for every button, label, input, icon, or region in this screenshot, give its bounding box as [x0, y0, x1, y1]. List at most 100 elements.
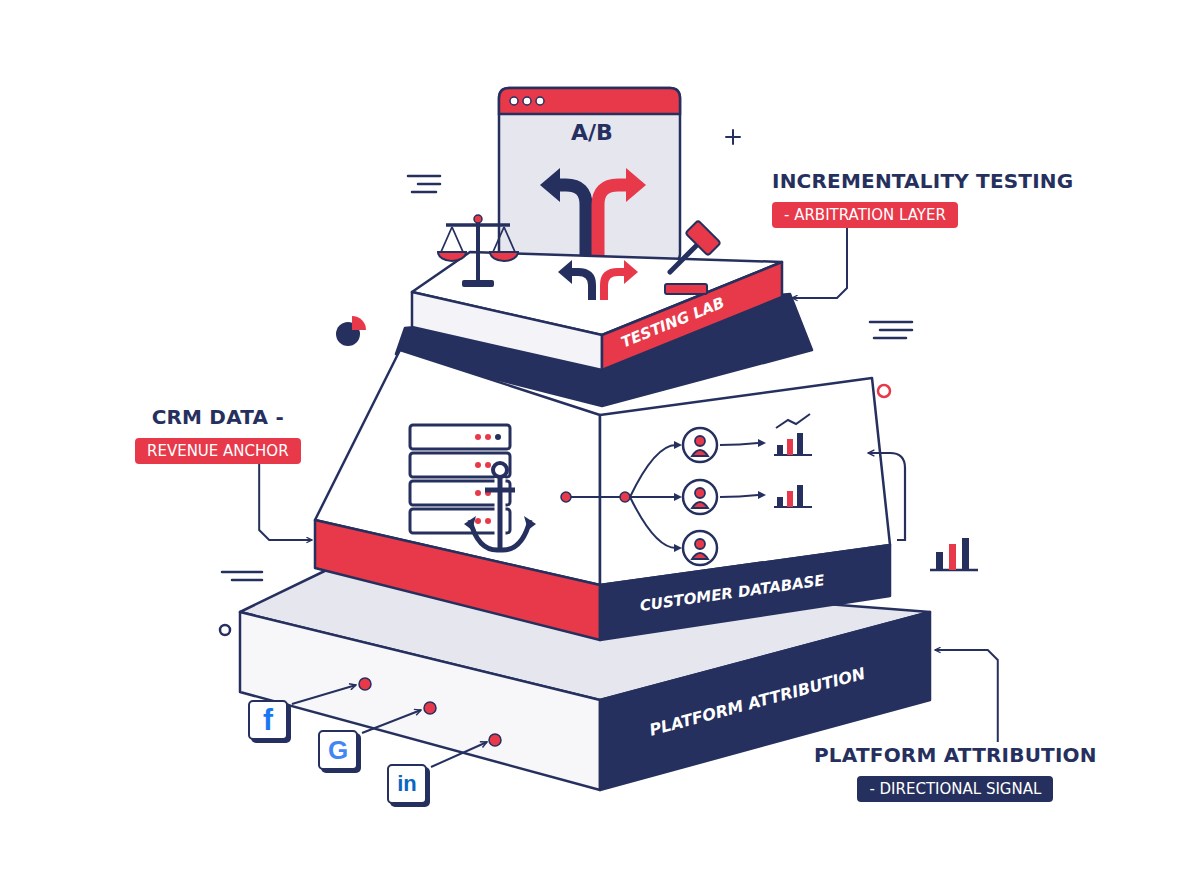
dot-ring	[220, 625, 230, 635]
chart-bar	[777, 497, 783, 507]
callout-heading: INCREMENTALITY TESTING	[772, 168, 1073, 194]
input-dot	[359, 678, 371, 690]
person-ring	[683, 531, 717, 565]
callout-pill: REVENUE ANCHOR	[135, 438, 301, 464]
callout-heading: CRM DATA -	[135, 404, 301, 430]
scales-icon	[438, 215, 518, 287]
input-dot	[489, 734, 501, 746]
flow-dot	[561, 492, 571, 502]
flow-branch	[630, 496, 676, 498]
chart-base	[930, 569, 978, 572]
pie-body	[336, 322, 360, 346]
layer-shape	[400, 190, 792, 375]
callout-arrow	[935, 650, 998, 742]
gavel-block	[665, 284, 707, 294]
flow-head	[674, 544, 682, 552]
server-light	[475, 462, 481, 468]
scale-string	[493, 227, 515, 252]
person-icon	[683, 480, 717, 514]
chart-bar	[797, 485, 803, 507]
anchor-arm	[470, 520, 530, 550]
person-icon	[683, 428, 717, 462]
flow-head	[758, 491, 766, 499]
split-arrow-right	[598, 185, 628, 262]
chart-bar	[936, 552, 943, 570]
flow-head	[674, 441, 682, 449]
dash	[874, 337, 906, 340]
chart-bar	[962, 538, 969, 570]
callout-arrow	[259, 464, 312, 540]
person-head	[695, 488, 705, 498]
layer-label: A/B	[571, 124, 613, 142]
mini-arrow-head	[558, 260, 572, 284]
flow-line	[566, 496, 625, 498]
flow-branch	[630, 497, 676, 548]
server-light	[475, 518, 481, 524]
testing-lab-layer: TESTING LAB	[400, 190, 792, 375]
gavel-head	[685, 220, 720, 255]
callout-arrow	[792, 228, 847, 298]
dash-lines	[222, 176, 912, 580]
gavel-icon	[665, 220, 721, 294]
split-arrow-left	[556, 185, 586, 262]
bar-chart-icon	[930, 538, 978, 570]
flow-head	[674, 493, 682, 501]
layer-shape	[497, 86, 683, 266]
server-light	[475, 434, 481, 440]
split-arrow-head	[626, 168, 646, 202]
scale-knob	[474, 215, 482, 223]
anchor-fluke	[464, 516, 476, 530]
person-body	[692, 502, 708, 508]
server-unit	[410, 453, 510, 477]
callout-pill: - ARBITRATION LAYER	[772, 202, 958, 228]
dash	[880, 329, 912, 332]
flow-branch	[630, 445, 676, 497]
leader-line	[292, 685, 356, 704]
chart-bar	[787, 491, 793, 507]
input-dot	[424, 702, 436, 714]
callout-pill: - DIRECTIONAL SIGNAL	[857, 776, 1053, 802]
pie-slice	[352, 316, 366, 330]
mini-arrow-head	[624, 260, 638, 284]
server-light	[485, 434, 491, 440]
callout-label: PLATFORM ATTRIBUTION - DIRECTIONAL SIGNAL	[814, 742, 1097, 802]
slab-left-face	[412, 292, 602, 370]
dash	[412, 191, 436, 194]
server-light	[495, 434, 501, 440]
logo-tile: G	[318, 730, 358, 770]
browser-window: A/B	[497, 86, 683, 266]
logo-tile: f	[248, 700, 288, 740]
scale-beam	[446, 223, 510, 227]
dash	[870, 321, 912, 324]
server-unit	[410, 425, 510, 449]
pie-icon	[336, 316, 366, 346]
browser-frame	[499, 88, 680, 264]
callout-heading: PLATFORM ATTRIBUTION	[814, 742, 1097, 768]
browser-dot	[536, 97, 544, 105]
anchor-bar	[485, 488, 515, 493]
plus-stroke	[726, 136, 740, 138]
scale-base	[462, 280, 494, 287]
server-light	[485, 518, 491, 524]
plus-stroke	[732, 130, 734, 144]
browser-dot	[510, 97, 518, 105]
dash	[222, 571, 262, 574]
callout-label: CRM DATA - REVENUE ANCHOR	[135, 404, 301, 464]
trend-line	[776, 414, 810, 428]
dash	[418, 183, 440, 186]
flow-head	[758, 439, 766, 447]
gavel-handle	[670, 244, 698, 272]
dash	[408, 175, 440, 178]
leader-line	[362, 710, 421, 733]
bracket-arrow	[868, 453, 905, 540]
anchor-ring	[493, 463, 507, 477]
callout-label: INCREMENTALITY TESTING - ARBITRATION LAYE…	[772, 168, 1073, 228]
leader-line	[431, 742, 487, 767]
person-ring	[683, 480, 717, 514]
server-light	[485, 462, 491, 468]
split-arrow-head	[540, 168, 560, 202]
dot-ring	[878, 385, 890, 397]
anchor-fluke	[524, 516, 536, 530]
person-head	[695, 436, 705, 446]
person-head	[695, 539, 705, 549]
